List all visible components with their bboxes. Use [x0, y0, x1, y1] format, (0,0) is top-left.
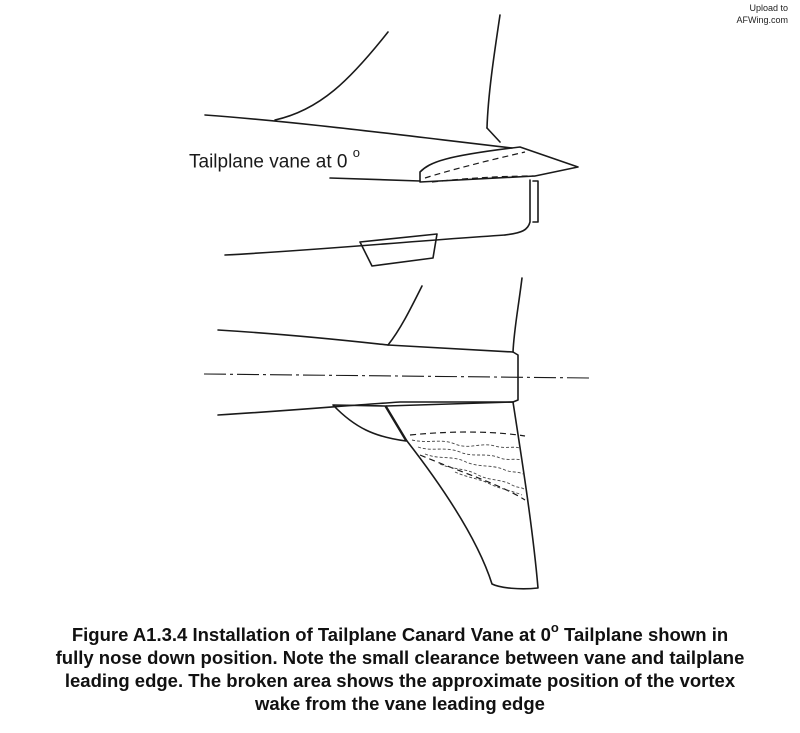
fuselage-mid-line: [329, 177, 421, 182]
lower-fin-trailing: [512, 277, 523, 353]
fin-root: [486, 127, 501, 143]
centre-line: [203, 373, 591, 379]
dorsal-fin-leading-edge: [274, 31, 389, 121]
caption-line-1: Figure A1.3.4 Installation of Tailplane …: [0, 618, 800, 646]
lower-fin-root: [387, 344, 514, 353]
vane-inner-dash: [424, 151, 526, 179]
vortex-wake-boundary-outer: [409, 431, 526, 437]
figure-caption: Figure A1.3.4 Installation of Tailplane …: [0, 618, 800, 715]
caption-line-3: leading edge. The broken area shows the …: [64, 670, 736, 692]
caption-line-4: wake from the vane leading edge: [255, 693, 545, 715]
fuselage-tail-end: [504, 179, 531, 236]
caption-line-1-after: Tailplane shown in: [558, 624, 729, 646]
watermark-line-2: AFWing.com: [736, 15, 788, 25]
tail-end-plate: [532, 180, 539, 223]
caption-degree-symbol: o: [550, 620, 559, 635]
tailplane-outline: [385, 401, 539, 590]
fuselage-top-line: [204, 114, 513, 149]
ventral-fairing: [359, 233, 438, 267]
lower-fuselage-top-line: [217, 329, 389, 346]
vane-hinge-line: [385, 405, 408, 442]
lower-fin-leading-edge: [387, 285, 423, 346]
tailplane-vane-label: Tailplane vane at 0 o: [189, 145, 360, 173]
lower-fuselage-bottom-line: [217, 401, 514, 416]
watermark: Upload to AFWing.com: [736, 2, 788, 26]
upper-side-view: [204, 14, 579, 267]
tailplane-vane: [419, 146, 579, 183]
caption-line-2: fully nose down position. Note the small…: [55, 647, 745, 669]
technical-drawing: [203, 14, 591, 590]
label-text: Tailplane vane at 0: [189, 151, 348, 173]
label-degree-symbol: o: [352, 145, 360, 160]
caption-line-1-before: Figure A1.3.4 Installation of Tailplane …: [71, 624, 551, 646]
canard-vane: [332, 404, 407, 442]
watermark-line-1: Upload to: [749, 3, 788, 13]
vane-lower-dash: [431, 175, 536, 183]
lower-side-view: [203, 277, 591, 590]
vortex-wake-area: [411, 439, 525, 496]
fin-leading-edge: [486, 14, 501, 129]
vortex-wake-boundary-inner: [419, 454, 526, 501]
